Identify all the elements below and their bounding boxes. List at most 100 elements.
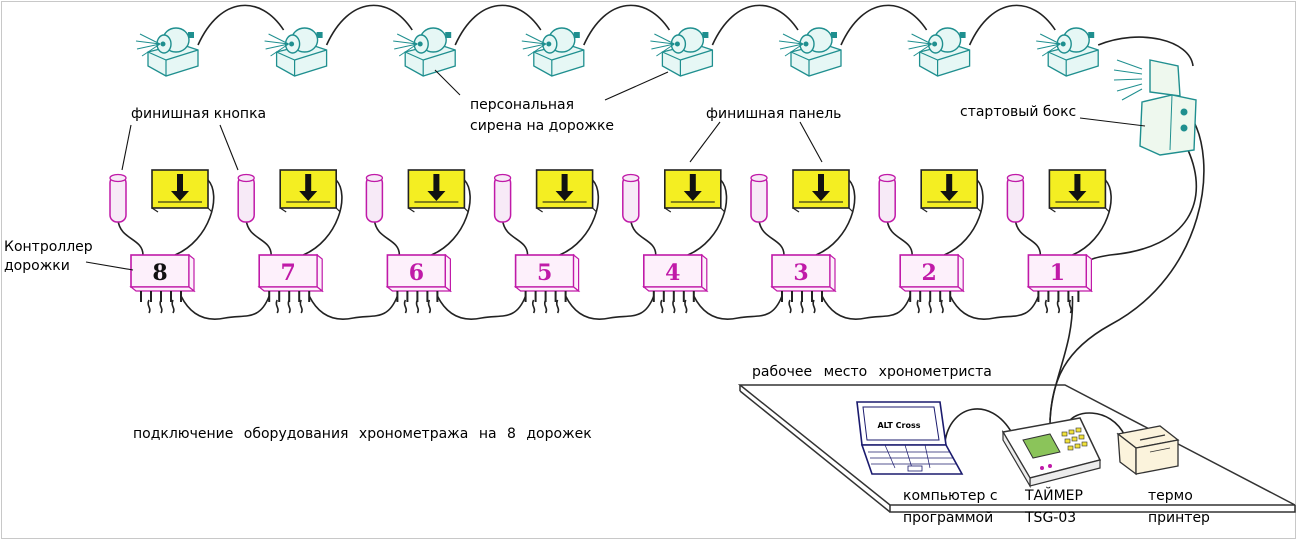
siren-icon xyxy=(135,27,199,77)
finish-button-icon xyxy=(750,173,768,223)
panel-cable xyxy=(815,179,856,256)
siren-icon xyxy=(521,27,585,77)
button-cable xyxy=(758,219,785,256)
siren-icon xyxy=(907,27,971,77)
lane-number: 6 xyxy=(409,260,424,286)
labels: финишная кнопка персональная сирена на д… xyxy=(4,97,1210,526)
label-workplace: рабочее место хронометриста xyxy=(752,364,992,380)
lane-number: 8 xyxy=(152,260,167,286)
controller-chain-cable xyxy=(821,295,911,320)
finish-panel-icon xyxy=(792,169,854,213)
startbox-to-controller-cable xyxy=(1081,149,1197,271)
panel-cable xyxy=(943,179,984,256)
label-start-box: стартовый бокс xyxy=(960,104,1076,120)
controller-box-icon: 2 xyxy=(898,253,965,314)
finish-button-icon xyxy=(109,173,127,223)
label-controller-line1: Контроллер xyxy=(4,239,93,255)
siren-cable xyxy=(325,4,413,46)
siren-cable xyxy=(583,4,671,46)
button-cable xyxy=(886,219,913,256)
controller-box-icon: 5 xyxy=(513,253,581,314)
panel-cable xyxy=(1072,179,1112,256)
siren-icon xyxy=(264,27,328,77)
start-box-icon xyxy=(1113,59,1197,156)
siren-cable xyxy=(454,4,542,46)
siren-icon xyxy=(778,27,842,77)
finish-button-icon xyxy=(365,173,384,223)
finish-panel-icon xyxy=(920,169,982,213)
workplace-desk-edge-slant xyxy=(739,390,891,513)
label-finish-panel: финишная панель xyxy=(706,106,841,122)
pointer-lines xyxy=(85,69,1146,271)
finish-button-icon xyxy=(1006,173,1025,223)
siren-cable xyxy=(968,4,1056,46)
siren-to-startbox-cable xyxy=(1097,36,1194,67)
label-timer-line1: ТАЙМЕР xyxy=(1024,486,1083,504)
label-computer-line2: программой xyxy=(903,510,993,526)
lane-number: 4 xyxy=(665,260,680,286)
button-cable xyxy=(245,219,272,256)
siren-icon xyxy=(393,27,456,77)
label-finish-button: финишная кнопка xyxy=(131,106,266,122)
button-cable xyxy=(630,219,657,256)
finish-panel-icon xyxy=(151,169,213,213)
timer-device-icon xyxy=(1001,417,1102,489)
label-connection: подключение оборудования хронометража на… xyxy=(133,426,592,442)
finish-panel-icon xyxy=(407,169,469,213)
finish-panel-row xyxy=(151,169,1110,213)
label-siren-line1: персональная xyxy=(470,97,574,113)
controller-chain-cable xyxy=(180,295,270,320)
controller-box-icon: 7 xyxy=(257,253,324,314)
panel-cable xyxy=(687,179,728,256)
finish-panel-icon xyxy=(535,169,598,213)
controller-box-icon: 6 xyxy=(385,253,453,314)
controller-chain-cable xyxy=(949,295,1040,320)
controller-box-icon: 3 xyxy=(770,253,837,314)
finish-panel-icon xyxy=(1048,169,1110,213)
panel-cable xyxy=(174,179,215,256)
label-timer-line2: TSG-03 xyxy=(1024,510,1076,526)
panel-cable xyxy=(559,179,600,256)
controller-to-timer-cable xyxy=(1049,295,1074,426)
laptop-to-timer-cable xyxy=(944,408,1013,443)
label-printer-line2: принтер xyxy=(1148,510,1210,526)
panel-cable xyxy=(302,179,343,256)
siren-cable xyxy=(711,4,799,46)
label-siren-line2: сирена на дорожке xyxy=(470,118,614,134)
finish-button-icon xyxy=(237,173,255,223)
button-cable xyxy=(117,219,144,256)
finish-button-icon xyxy=(878,173,896,223)
finish-panel-icon xyxy=(663,169,726,213)
lane-number: 1 xyxy=(1050,260,1065,286)
controller-box-icon: 1 xyxy=(1026,253,1094,314)
finish-button-row xyxy=(109,173,1025,223)
label-printer-line1: термо xyxy=(1148,488,1193,504)
siren-cable xyxy=(840,4,928,46)
lane-number: 7 xyxy=(281,260,296,286)
lane-number: 5 xyxy=(537,260,552,286)
siren-icon xyxy=(1036,27,1099,77)
button-cable xyxy=(1014,219,1042,256)
label-computer-line1: компьютер с xyxy=(903,488,998,504)
controller-chain-cable xyxy=(693,295,783,320)
siren-icon xyxy=(650,27,714,77)
laptop-icon: ALT Cross xyxy=(856,401,964,475)
printer-icon xyxy=(1116,425,1180,476)
lane-number: 2 xyxy=(922,260,937,286)
finish-button-icon xyxy=(493,173,512,223)
workplace-desk-edge xyxy=(889,505,1296,513)
button-cable xyxy=(373,219,401,256)
controller-box-icon: 8 xyxy=(129,253,196,314)
panel-cable xyxy=(431,179,471,256)
siren-cable xyxy=(197,4,285,46)
lane-number: 3 xyxy=(793,260,808,286)
laptop-screen-text: ALT Cross xyxy=(877,421,920,430)
label-controller-line2: дорожки xyxy=(4,258,70,274)
wiring xyxy=(117,4,1205,443)
controller-box-icon: 4 xyxy=(642,253,709,314)
finish-panel-icon xyxy=(279,169,341,213)
button-cable xyxy=(501,219,529,256)
